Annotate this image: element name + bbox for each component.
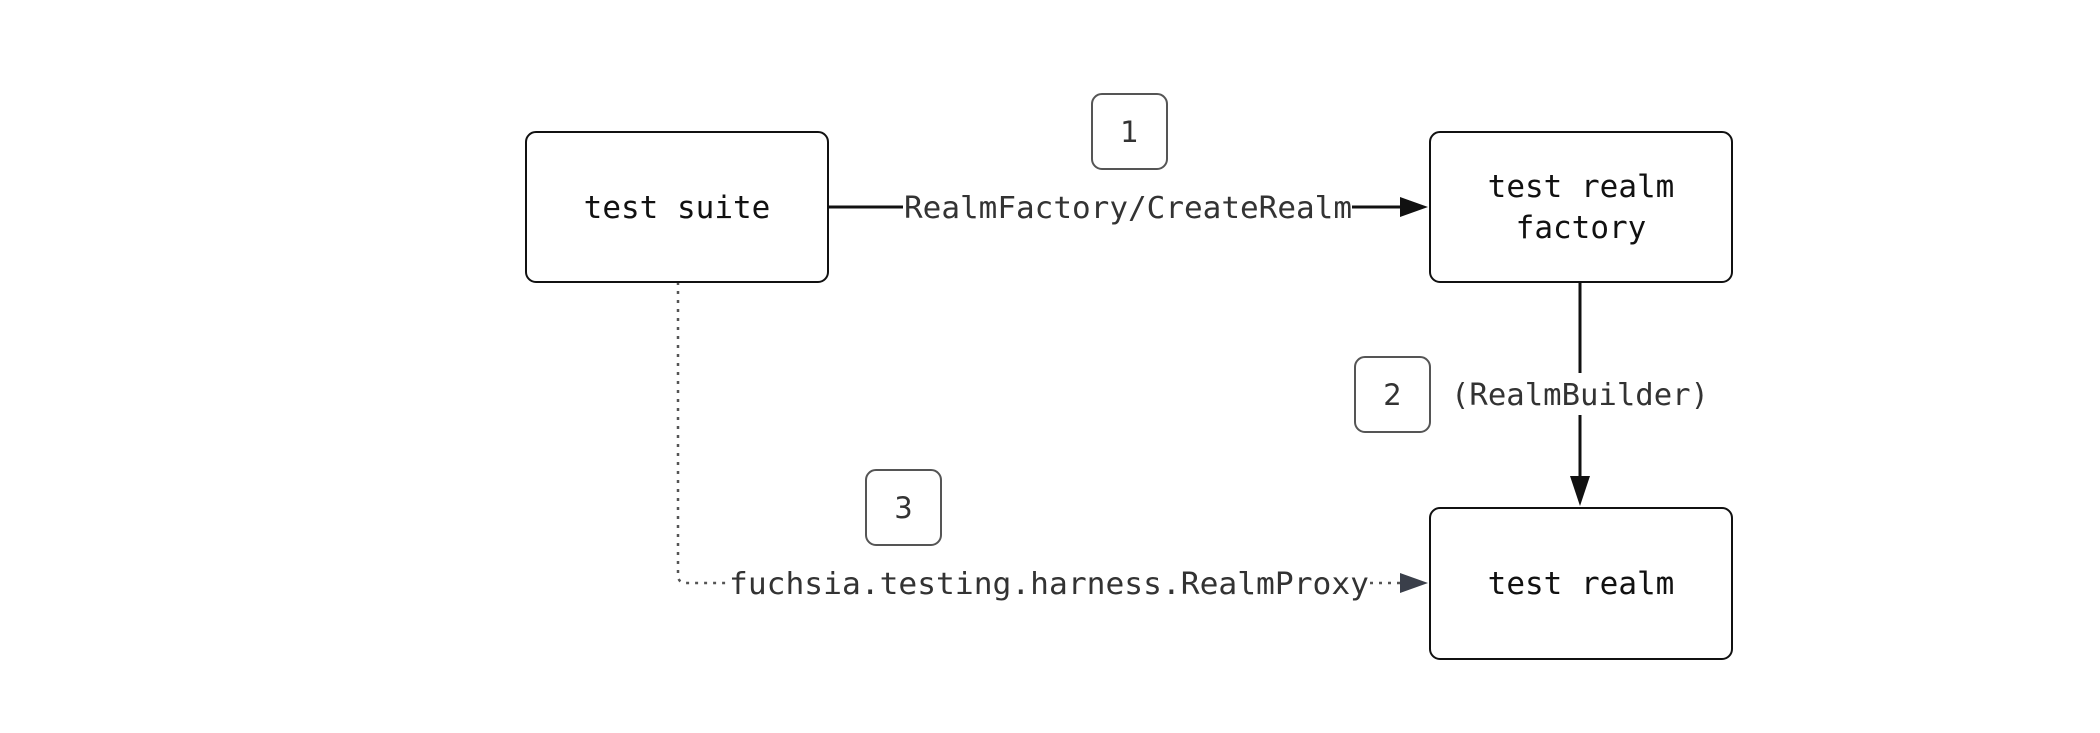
step-badge-2-box bbox=[1354, 356, 1431, 433]
step-badge-1-label: 1 bbox=[1120, 115, 1138, 149]
node-test-realm-label: test realm bbox=[1488, 566, 1675, 602]
edge-create-realm: RealmFactory/CreateRealm bbox=[828, 191, 1428, 226]
step-badge-1-box bbox=[1091, 93, 1168, 170]
edge-create-realm-arrowhead bbox=[1400, 197, 1428, 217]
step-badge-3-box bbox=[865, 469, 942, 546]
edge-realm-proxy: fuchsia.testing.harness.RealmProxy bbox=[676, 282, 1428, 602]
node-test-suite-box bbox=[525, 131, 829, 283]
edge-realm-builder: (RealmBuilder) bbox=[1451, 282, 1709, 506]
node-test-realm[interactable]: test realm bbox=[1429, 507, 1733, 660]
edge-realm-proxy-label: fuchsia.testing.harness.RealmProxy bbox=[729, 567, 1369, 602]
edge-realm-proxy-path bbox=[676, 282, 727, 585]
node-test-realm-factory-label-line1: test realm bbox=[1488, 169, 1675, 205]
edge-realm-builder-arrowhead bbox=[1570, 476, 1590, 506]
step-badge-1: 1 bbox=[1091, 93, 1168, 170]
step-badge-2-label: 2 bbox=[1383, 378, 1401, 412]
node-test-realm-factory-label-line2: factory bbox=[1516, 210, 1647, 246]
edge-realm-builder-label: (RealmBuilder) bbox=[1451, 378, 1709, 413]
step-badge-3: 3 bbox=[865, 469, 942, 546]
node-test-suite[interactable]: test suite bbox=[525, 131, 829, 283]
node-test-realm-factory[interactable]: test realm factory bbox=[1429, 131, 1733, 283]
node-test-suite-label: test suite bbox=[584, 190, 771, 226]
step-badge-3-label: 3 bbox=[894, 491, 912, 525]
node-test-realm-box bbox=[1429, 507, 1733, 660]
node-test-realm-factory-box bbox=[1429, 131, 1733, 283]
step-badge-2: 2 bbox=[1354, 356, 1431, 433]
edge-create-realm-label: RealmFactory/CreateRealm bbox=[904, 191, 1352, 226]
edge-realm-proxy-arrowhead bbox=[1400, 573, 1428, 593]
